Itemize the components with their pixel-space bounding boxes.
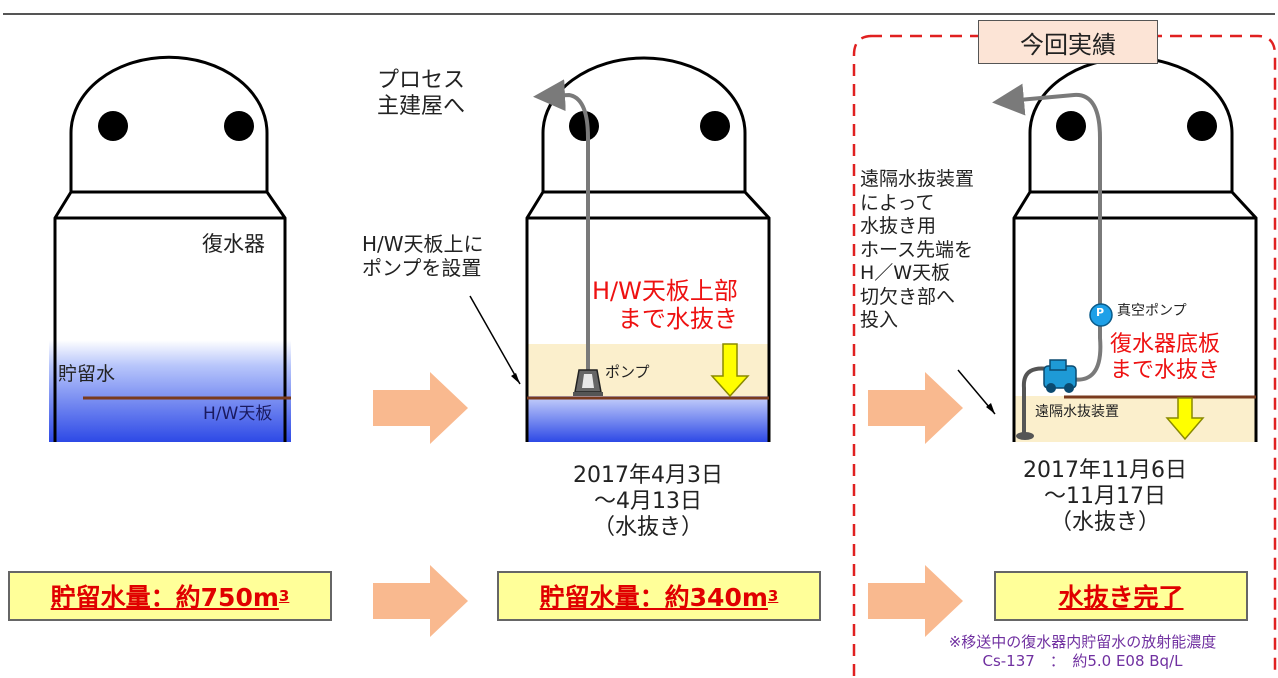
drain-label-2: H/W天板上部 まで水抜き	[592, 277, 738, 334]
arrow-row2-b	[868, 565, 963, 637]
date-label-2: 2017年4月3日 ～4月13日 （水抜き）	[548, 463, 748, 541]
drain-arrow-3	[1165, 397, 1205, 441]
port-left-2	[569, 111, 599, 141]
device-label: 遠隔水抜装置	[1035, 404, 1119, 420]
desc-line-6: 切欠き部へ	[860, 285, 956, 308]
date-2-line2: ～4月13日	[594, 488, 702, 514]
port-right-1	[224, 111, 254, 141]
condenser-2	[525, 56, 771, 442]
drain-arrow-2	[710, 343, 750, 398]
condenser-1-outline	[53, 55, 287, 442]
pump-label: ポンプ	[605, 363, 650, 381]
arrow-row2-a	[373, 565, 468, 637]
condenser-3	[992, 56, 1258, 442]
date-label-3: 2017年11月6日 ～11月17日 （水抜き）	[1000, 458, 1210, 536]
desc-line-3: 水抜き用	[860, 215, 937, 238]
port-left-1	[98, 111, 128, 141]
device-description: 遠隔水抜装置 によって 水抜き用 ホース先端を H／W天板 切欠き部へ 投入	[860, 168, 974, 333]
hw-label-1: H/W天板	[203, 404, 273, 424]
process-label-line2: 主建屋へ	[377, 93, 466, 119]
hose-3	[992, 83, 1103, 382]
arrow-row1-b	[868, 372, 963, 444]
desc-line-5: H／W天板	[860, 262, 951, 285]
drain-label-2-line1: H/W天板上部	[592, 277, 738, 305]
pump-install-line2: ポンプを設置	[362, 255, 482, 280]
drain-label-3: 復水器底板 まで水抜き	[1110, 332, 1220, 384]
volume-2-text: 貯留水量：約340m	[539, 583, 768, 612]
desc-line-1: 遠隔水抜装置	[860, 168, 975, 190]
current-result-badge: 今回実績	[978, 20, 1158, 64]
condenser-1	[49, 55, 291, 442]
volume-2-unit: 3	[767, 587, 779, 605]
process-label-line1: プロセス	[377, 68, 466, 93]
arrow-row1-a	[373, 372, 468, 444]
pump-device-2	[573, 369, 603, 396]
beige-zone-3	[1014, 396, 1256, 442]
volume-1-unit: 3	[278, 587, 290, 605]
volume-3-text: 水抜き完了	[1058, 583, 1184, 612]
process-label: プロセス 主建屋へ	[377, 68, 465, 120]
drain-label-2-line2: まで水抜き	[617, 305, 738, 334]
port-right-2	[700, 111, 730, 141]
hose-2	[533, 79, 590, 373]
date-2-line3: （水抜き）	[592, 514, 703, 540]
remote-drain-device	[1043, 359, 1077, 393]
date-2-line1: 2017年4月3日	[573, 463, 723, 488]
vacuum-pump-label: 真空ポンプ	[1117, 303, 1187, 319]
condenser-label-1: 復水器	[202, 232, 265, 256]
pump-install-line1: H/W天板上に	[362, 232, 484, 256]
date-3-line2: ～11月17日	[1044, 483, 1166, 509]
water-body-1	[49, 340, 291, 442]
date-3-line3: （水抜き）	[1049, 509, 1160, 535]
top-divider	[3, 13, 1275, 15]
desc-line-4: ホース先端を	[860, 238, 974, 261]
date-3-line1: 2017年11月6日	[1023, 458, 1187, 483]
water-label-1: 貯留水	[58, 363, 116, 385]
pump-install-label: H/W天板上に ポンプを設置	[362, 232, 484, 280]
vacuum-pump-letter: P	[1096, 306, 1105, 319]
volume-box-3: 水抜き完了	[994, 571, 1248, 621]
desc-line-2: によって	[860, 191, 935, 214]
drain-label-3-line1: 復水器底板	[1110, 332, 1221, 357]
note-line1: ※移送中の復水器内貯留水の放射能濃度	[948, 633, 1217, 651]
port-left-3	[1056, 111, 1086, 141]
water-body-2	[527, 396, 769, 442]
highlight-frame	[852, 34, 1277, 676]
vacuum-pump-icon	[1089, 303, 1113, 327]
radioactivity-note: ※移送中の復水器内貯留水の放射能濃度 Cs-137 ： 約5.0 E08 Bq/…	[905, 633, 1260, 671]
note-line2: Cs-137 ： 約5.0 E08 Bq/L	[982, 651, 1183, 670]
port-right-3	[1187, 111, 1217, 141]
volume-1-text: 貯留水量：約750m	[50, 583, 279, 612]
pump-pointer	[469, 295, 521, 385]
flow-arrows	[373, 372, 963, 637]
desc-line-7: 投入	[860, 309, 899, 332]
drain-label-3-line2: まで水抜き	[1110, 357, 1221, 383]
